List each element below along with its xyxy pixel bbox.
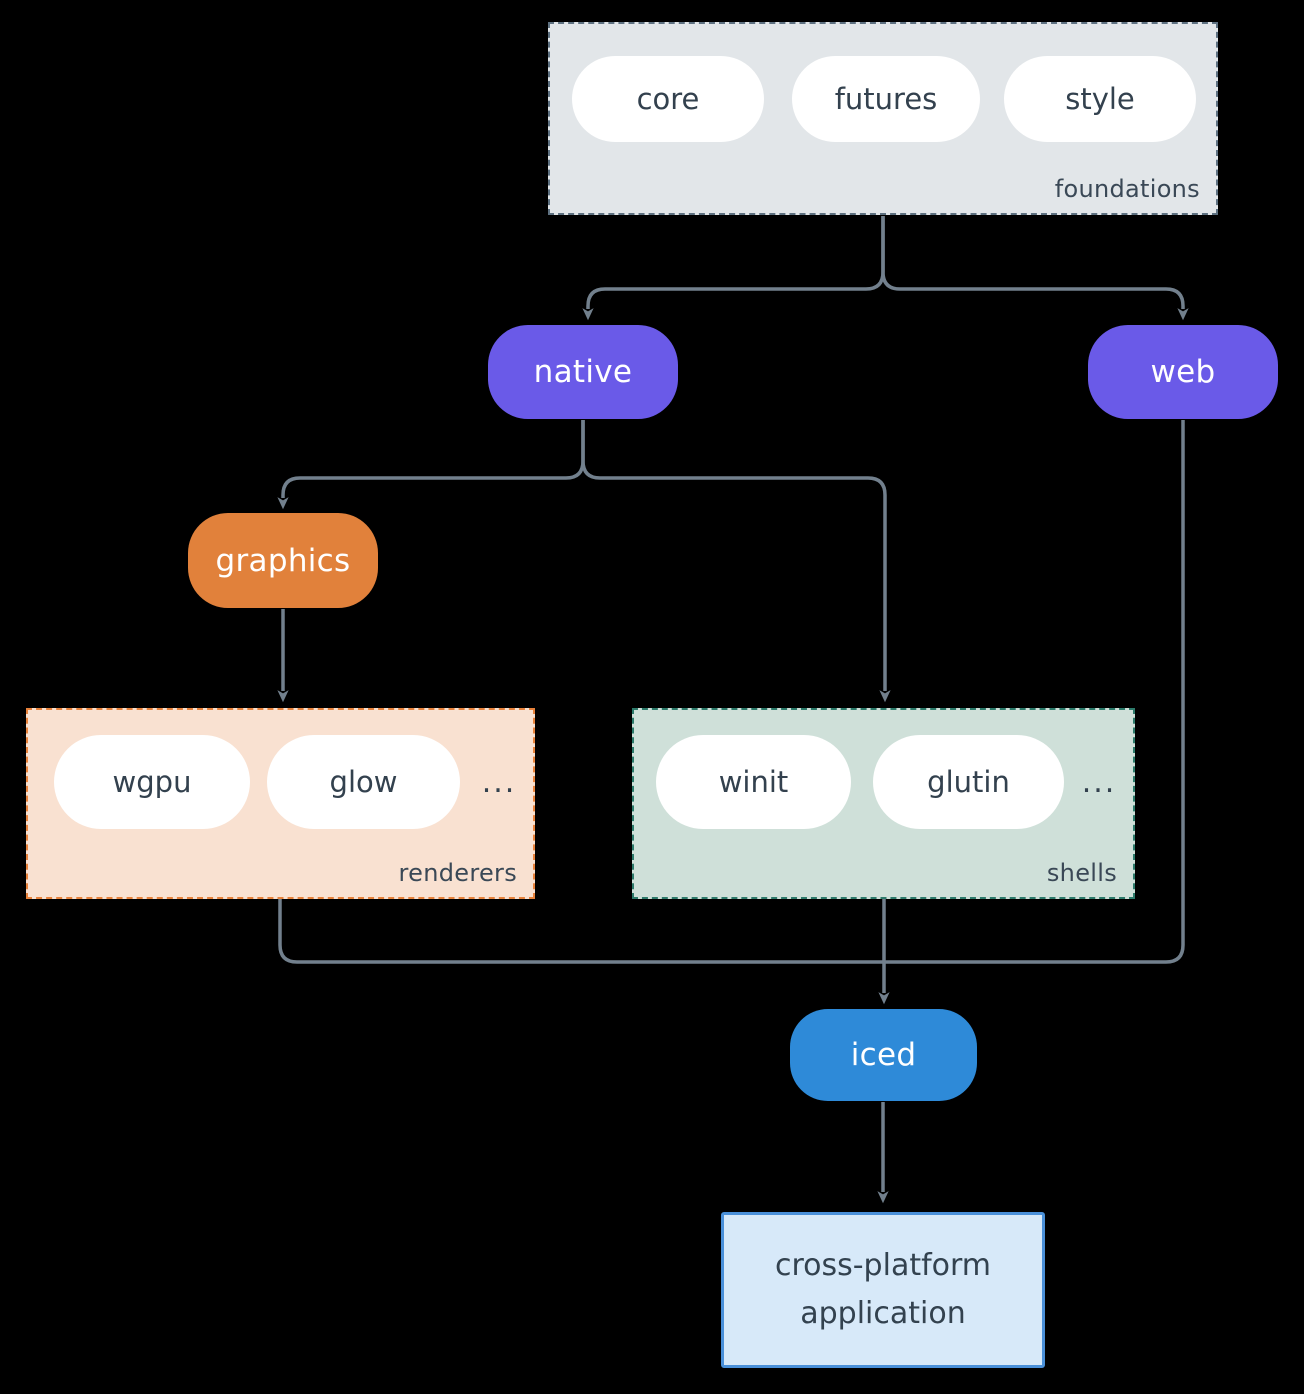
shells-ellipsis: ... (1081, 764, 1117, 800)
pill-wgpu: wgpu (54, 735, 250, 829)
pill-glutin: glutin (873, 735, 1064, 829)
pill-core: core (572, 56, 764, 142)
pill-futures: futures (792, 56, 980, 142)
renderers-label: renderers (398, 859, 517, 887)
pill-style: style (1004, 56, 1196, 142)
node-web: web (1088, 325, 1278, 419)
renderers-group: wgpu glow ... renderers (26, 708, 535, 899)
arrow-foundations-native (582, 216, 885, 321)
arrow-native-graphics (277, 420, 585, 510)
shells-group: winit glutin ... shells (632, 708, 1135, 899)
foundations-label: foundations (1054, 175, 1200, 203)
line-renderers-merge (278, 899, 884, 964)
node-native: native (488, 325, 678, 419)
application-label-line2: application (800, 1296, 966, 1331)
line-web-merge (884, 420, 1185, 964)
pill-glow: glow (267, 735, 460, 829)
arrow-foundations-web (881, 216, 1189, 321)
application-label-line1: cross-platform (774, 1248, 992, 1283)
renderers-ellipsis: ... (481, 764, 517, 800)
foundations-group: core futures style foundations (548, 22, 1218, 215)
node-graphics: graphics (188, 513, 378, 608)
node-cross-platform-application: cross-platform application (721, 1212, 1045, 1368)
shells-label: shells (1046, 859, 1117, 887)
arrow-native-shells (581, 420, 891, 703)
node-iced: iced (790, 1009, 977, 1101)
pill-winit: winit (656, 735, 851, 829)
